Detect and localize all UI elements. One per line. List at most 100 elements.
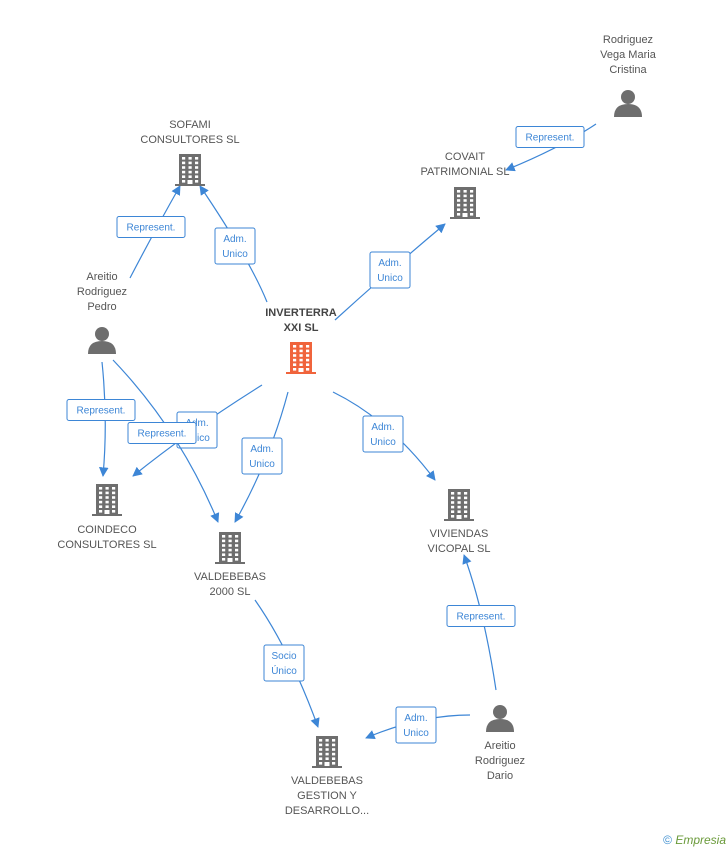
relation-label-text: Represent. xyxy=(127,223,176,234)
relation-label-box[interactable] xyxy=(446,605,516,627)
relation-label-box[interactable] xyxy=(369,251,411,289)
node-label: Dario xyxy=(487,770,513,782)
relation-label[interactable]: Represent. xyxy=(116,216,186,238)
relation-label-text: Unico xyxy=(222,249,248,260)
empresia-logo[interactable]: Empresia xyxy=(675,833,726,847)
footer: © Empresia xyxy=(663,833,726,847)
relation-label-text: Represent. xyxy=(77,406,126,417)
relation-label-text: Socio xyxy=(271,651,296,662)
relation-label[interactable]: Adm. Unico xyxy=(241,437,283,475)
relation-label-text: Unico xyxy=(370,437,396,448)
relation-label-text: Adm. xyxy=(185,418,208,429)
edge-areitio_pedro-sofami: Represent. xyxy=(116,185,186,279)
relation-label[interactable]: Adm. Unico xyxy=(395,706,437,744)
relation-label[interactable]: Represent. xyxy=(515,126,585,148)
node-label: CONSULTORES SL xyxy=(140,134,239,146)
node-label: Areitio xyxy=(86,271,117,283)
relation-label-text: Unico xyxy=(249,459,275,470)
node-inverterra[interactable]: INVERTERRA XXI SL xyxy=(265,307,337,374)
node-label: VALDEBEBAS xyxy=(291,775,363,787)
node-label: Cristina xyxy=(609,64,647,76)
relation-label[interactable]: Represent. xyxy=(446,605,516,627)
building-icon[interactable] xyxy=(286,342,316,374)
node-label: INVERTERRA xyxy=(265,307,337,319)
node-label: COINDECO xyxy=(77,524,137,536)
node-label: Vega Maria xyxy=(600,49,657,61)
person-icon[interactable] xyxy=(88,327,116,354)
node-label: XXI SL xyxy=(284,322,319,334)
relation-label[interactable]: Represent. xyxy=(66,399,136,421)
building-icon[interactable] xyxy=(92,484,122,516)
relation-label-text: Represent. xyxy=(138,429,187,440)
node-label: PATRIMONIAL SL xyxy=(420,166,509,178)
relation-label-box[interactable] xyxy=(66,399,136,421)
person-icon[interactable] xyxy=(614,90,642,117)
relation-label-box[interactable] xyxy=(241,437,283,475)
node-label: Rodriguez xyxy=(77,286,127,298)
relation-label-box[interactable] xyxy=(362,415,404,453)
node-coindeco[interactable]: COINDECO CONSULTORES SL xyxy=(57,484,157,551)
relation-label-text: Adm. xyxy=(371,422,394,433)
relation-label-text: Adm. xyxy=(223,234,246,245)
copyright-symbol: © xyxy=(663,833,672,847)
node-vicopal[interactable]: VIVIENDAS VICOPAL SL xyxy=(428,489,491,555)
edge-areitio_dario-valdebebasgestion: Adm. Unico xyxy=(365,706,471,744)
relation-label-box[interactable] xyxy=(116,216,186,238)
node-label: Rodriguez xyxy=(603,34,653,46)
relation-label-text: Adm. xyxy=(404,713,427,724)
relation-label-text: Unico xyxy=(403,728,429,739)
node-label: Areitio xyxy=(484,740,515,752)
node-label: 2000 SL xyxy=(210,586,251,598)
edge-areitio_pedro-valdebebas2000: Represent. xyxy=(112,359,220,523)
person-icon[interactable] xyxy=(486,705,514,732)
node-label: Pedro xyxy=(87,301,116,313)
edge-inverterra-covait: Adm. Unico xyxy=(334,223,446,321)
node-covait[interactable]: COVAIT PATRIMONIAL SL xyxy=(420,151,510,219)
edge-areitio_pedro-coindeco: Represent. xyxy=(66,361,136,477)
node-label: VICOPAL SL xyxy=(428,543,491,555)
building-icon[interactable] xyxy=(444,489,474,521)
relation-label[interactable]: Represent. xyxy=(127,422,197,444)
nodes-layer: INVERTERRA XXI SL SOFAMI CONSULTORES SL COVA… xyxy=(57,34,656,817)
edge-areitio_dario-vicopal: Represent. xyxy=(446,554,516,691)
edge-inverterra-valdebebas2000: Adm. Unico xyxy=(234,391,289,523)
relation-label-text: Unico xyxy=(184,433,210,444)
relation-label-box[interactable] xyxy=(515,126,585,148)
relation-label[interactable]: Adm. Unico xyxy=(369,251,411,289)
node-label: COVAIT xyxy=(445,151,485,163)
relation-label[interactable]: Adm. Unico xyxy=(362,415,404,453)
relation-label-text: Unico xyxy=(377,273,403,284)
node-label: DESARROLLO... xyxy=(285,805,369,817)
relation-label-text: Adm. xyxy=(250,444,273,455)
relation-label-text: Represent. xyxy=(526,133,575,144)
node-label: Rodriguez xyxy=(475,755,525,767)
edge-inverterra-vicopal: Adm. Unico xyxy=(332,391,436,481)
building-icon[interactable] xyxy=(450,187,480,219)
node-valdebebasgestion[interactable]: VALDEBEBAS GESTION Y DESARROLLO... xyxy=(285,736,369,817)
relation-label-text: Adm. xyxy=(378,258,401,269)
edge-inverterra-sofami: Adm. Unico xyxy=(199,185,268,303)
building-icon[interactable] xyxy=(175,154,205,186)
node-label: VIVIENDAS xyxy=(430,528,489,540)
building-icon[interactable] xyxy=(215,532,245,564)
relation-label-text: Represent. xyxy=(457,612,506,623)
node-sofami[interactable]: SOFAMI CONSULTORES SL xyxy=(140,119,240,186)
relation-label-box[interactable] xyxy=(127,422,197,444)
node-label: SOFAMI xyxy=(169,119,211,131)
relation-label-box[interactable] xyxy=(214,227,256,265)
node-label: CONSULTORES SL xyxy=(57,539,156,551)
edge-rodriguez_vega-covait: Represent. xyxy=(505,123,597,172)
node-label: GESTION Y xyxy=(297,790,357,802)
building-icon[interactable] xyxy=(312,736,342,768)
relation-label[interactable]: Adm. Unico xyxy=(214,227,256,265)
relation-label-box[interactable] xyxy=(395,706,437,744)
relation-label-box[interactable] xyxy=(263,644,305,682)
edges-layer: Adm.UnicoAdm.UnicoAdm.UnicoAdm.UnicoAdm.… xyxy=(66,123,597,744)
